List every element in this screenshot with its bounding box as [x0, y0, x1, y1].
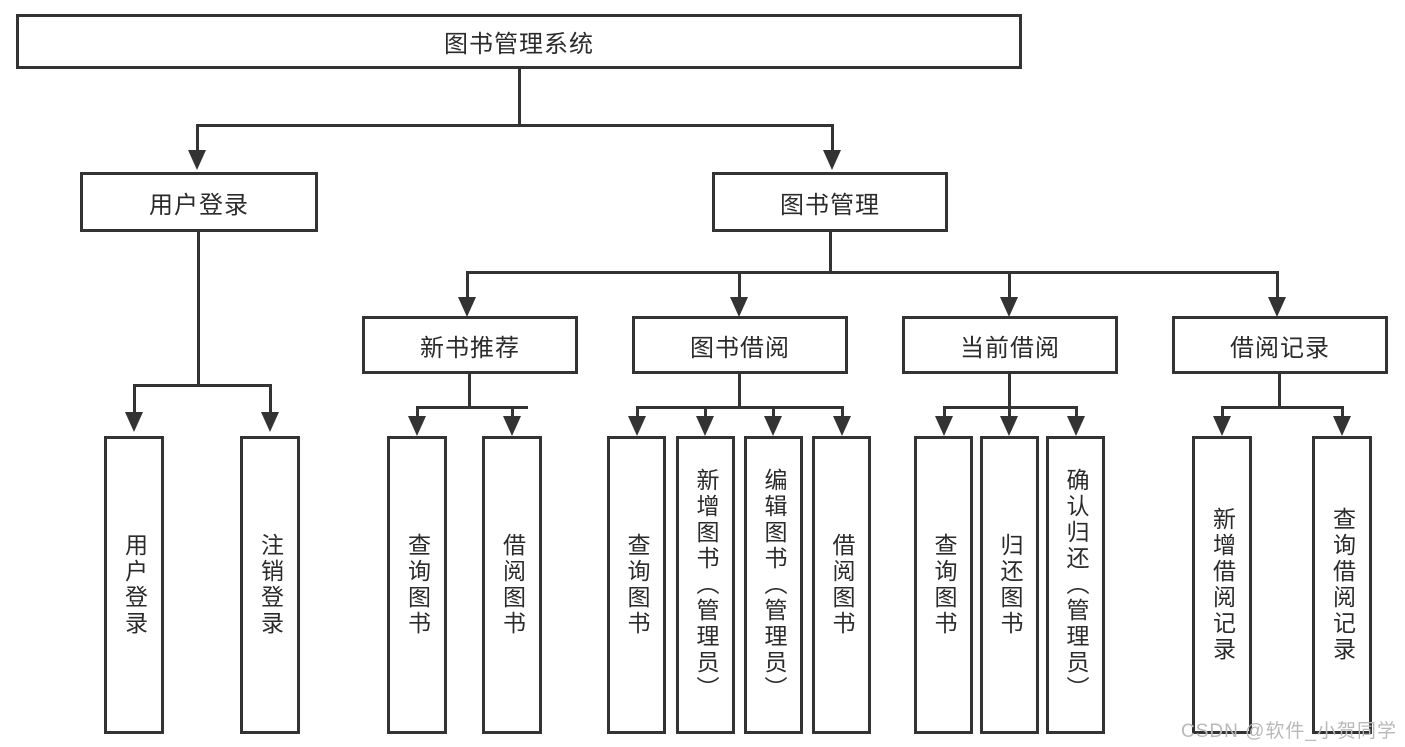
edge-bm-to-borrow-record [1276, 271, 1279, 299]
node-new-book-recommend[interactable]: 新书推荐 [362, 316, 578, 374]
edge-cb-to-leaf1 [943, 406, 946, 418]
node-book-management[interactable]: 图书管理 [712, 172, 948, 232]
edge-new-book-to-leaf1 [416, 406, 419, 418]
node-leaf-borrow-book-1[interactable]: 借阅图书 [482, 436, 542, 734]
node-leaf-logout-login[interactable]: 注销登录 [240, 436, 300, 734]
node-book-borrow[interactable]: 图书借阅 [632, 316, 848, 374]
node-leaf-add-record[interactable]: 新增借阅记录 [1192, 436, 1252, 734]
node-current-borrow[interactable]: 当前借阅 [902, 316, 1118, 374]
arrowhead-leaf-query-book-1 [408, 416, 426, 436]
node-label: 注销登录 [257, 533, 284, 637]
node-leaf-confirm-return[interactable]: 确认归还（管理员） [1046, 436, 1105, 734]
arrowhead-leaf-logout-login [261, 412, 279, 432]
node-label: 确认归还（管理员） [1063, 468, 1089, 702]
node-leaf-return-book[interactable]: 归还图书 [980, 436, 1039, 734]
node-label: 新增借阅记录 [1209, 507, 1236, 663]
node-label: 用户登录 [121, 533, 148, 637]
edge-current-borrow-stem [1008, 374, 1011, 406]
node-leaf-query-book-2[interactable]: 查询图书 [607, 436, 666, 734]
edge-bb-to-leaf4 [841, 406, 844, 418]
node-label: 查询图书 [931, 533, 957, 637]
node-label: 编辑图书（管理员） [761, 468, 787, 702]
node-leaf-borrow-book-2[interactable]: 借阅图书 [812, 436, 871, 734]
node-label: 当前借阅 [960, 334, 1060, 362]
edge-book-borrow-stem [738, 374, 741, 406]
edge-user-login-to-leaf1 [133, 384, 136, 412]
arrowhead-borrow-record [1268, 297, 1286, 317]
edge-book-management-bus [466, 271, 1279, 274]
arrowhead-leaf-add-record [1213, 416, 1231, 436]
edge-new-book-stem [468, 374, 471, 406]
node-label: 查询图书 [624, 533, 650, 637]
node-label: 用户登录 [149, 191, 249, 219]
edge-bb-to-leaf2 [704, 406, 707, 418]
node-label: 查询借阅记录 [1329, 507, 1356, 663]
arrowhead-current-borrow [1000, 297, 1018, 317]
arrowhead-book-borrow [730, 297, 748, 317]
edge-bb-to-leaf1 [636, 406, 639, 418]
arrowhead-leaf-query-record [1333, 416, 1351, 436]
edge-new-book-to-leaf2 [511, 406, 514, 418]
arrowhead-user-login [188, 150, 206, 170]
arrowhead-leaf-user-login [125, 412, 143, 432]
node-leaf-edit-book[interactable]: 编辑图书（管理员） [744, 436, 803, 734]
edge-root-stem [518, 69, 521, 124]
node-borrow-record[interactable]: 借阅记录 [1172, 316, 1388, 374]
node-label: 查询图书 [404, 533, 431, 637]
edge-user-login-stem [197, 232, 200, 384]
arrowhead-book-management [823, 150, 841, 170]
node-leaf-query-record[interactable]: 查询借阅记录 [1312, 436, 1372, 734]
edge-root-to-user-login [196, 124, 199, 152]
arrowhead-leaf-query-book-3 [935, 416, 953, 436]
arrowhead-leaf-borrow-book-2 [833, 416, 851, 436]
node-leaf-user-login[interactable]: 用户登录 [104, 436, 164, 734]
arrowhead-leaf-edit-book [764, 416, 782, 436]
arrowhead-leaf-return-book [1000, 416, 1018, 436]
edge-borrow-record-stem [1278, 374, 1281, 406]
edge-new-book-bus [416, 406, 528, 409]
node-leaf-add-book[interactable]: 新增图书（管理员） [676, 436, 735, 734]
node-user-login[interactable]: 用户登录 [80, 172, 318, 232]
edge-user-login-bus [133, 384, 272, 387]
node-leaf-query-book-3[interactable]: 查询图书 [914, 436, 973, 734]
node-label: 图书管理 [780, 191, 880, 219]
edge-user-login-to-leaf2 [269, 384, 272, 412]
arrowhead-leaf-add-book [696, 416, 714, 436]
node-label: 新书推荐 [420, 334, 520, 362]
csdn-watermark: CSDN @软件_小贺同学 [1181, 721, 1397, 742]
node-leaf-query-book-1[interactable]: 查询图书 [387, 436, 447, 734]
edge-br-to-leaf2 [1341, 406, 1344, 418]
node-root-book-management-system[interactable]: 图书管理系统 [16, 14, 1022, 69]
arrowhead-leaf-borrow-book-1 [503, 416, 521, 436]
node-label: 新增图书（管理员） [693, 468, 719, 702]
arrowhead-leaf-query-book-2 [628, 416, 646, 436]
edge-bb-to-leaf3 [772, 406, 775, 418]
edge-cb-to-leaf2 [1008, 406, 1011, 418]
edge-root-bus [196, 124, 834, 127]
node-label: 借阅图书 [499, 533, 526, 637]
edge-bm-to-book-borrow [738, 271, 741, 299]
edge-root-to-book-management [831, 124, 834, 152]
arrowhead-new-book-recommend [458, 297, 476, 317]
edge-book-management-stem [829, 232, 832, 271]
edge-borrow-record-bus [1221, 406, 1344, 409]
edge-cb-to-leaf3 [1075, 406, 1078, 418]
arrowhead-leaf-confirm-return [1067, 416, 1085, 436]
node-label: 借阅记录 [1230, 334, 1330, 362]
edge-book-borrow-bus [636, 406, 844, 409]
edge-br-to-leaf1 [1221, 406, 1224, 418]
node-label: 归还图书 [997, 533, 1023, 637]
node-label: 图书管理系统 [444, 31, 594, 58]
edge-bm-to-current-borrow [1008, 271, 1011, 299]
node-label: 借阅图书 [829, 533, 855, 637]
edge-bm-to-new-book [466, 271, 469, 299]
node-label: 图书借阅 [690, 334, 790, 362]
